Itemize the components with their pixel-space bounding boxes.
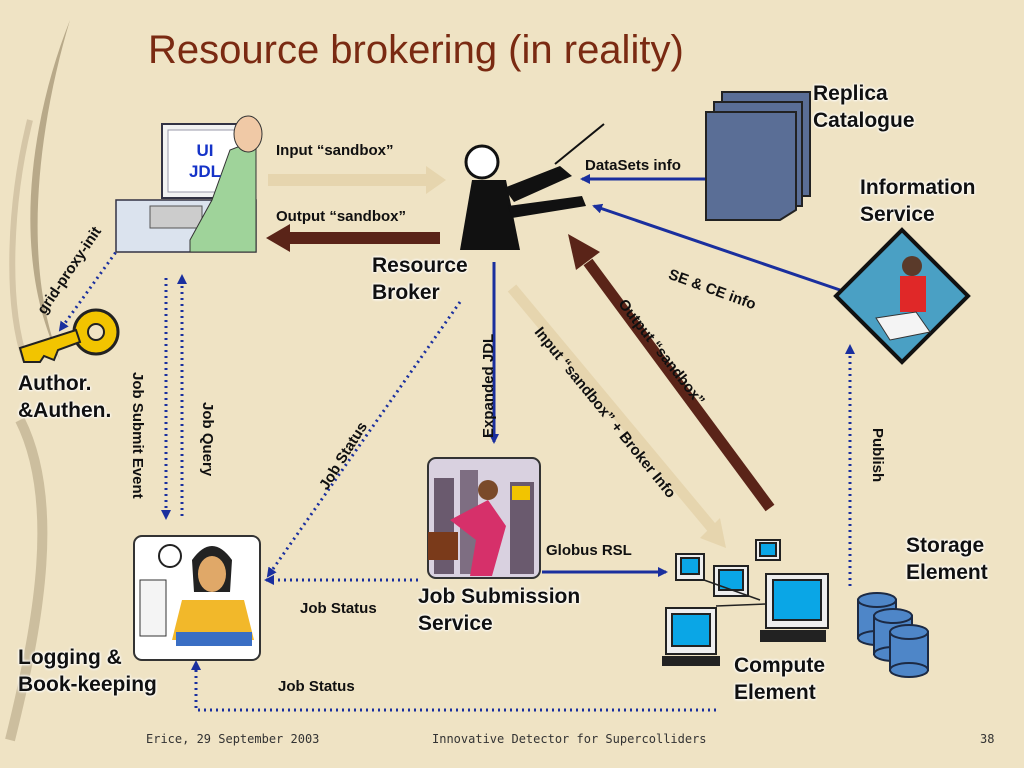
input-sandbox-arrow	[268, 166, 446, 194]
expanded-jdl-label: Expanded JDL	[480, 333, 497, 438]
compute-element-icon	[662, 539, 829, 666]
replica-catalogue-label: Replica Catalogue	[813, 82, 915, 132]
job-submit-event-label: Job Submit Event	[129, 372, 146, 499]
compute-element-label: Compute Element	[734, 654, 825, 704]
globus-rsl-label: Globus RSL	[546, 542, 632, 559]
publish-label: Publish	[869, 428, 886, 483]
job-status-bottom-label: Job Status	[278, 678, 355, 695]
storage-element-label: Storage Element	[906, 534, 988, 584]
grid-proxy-init-line	[58, 237, 128, 332]
replica-catalogue-icon	[705, 91, 811, 221]
job-submission-service-icon	[427, 457, 541, 579]
input-sandbox-broker-arrow	[507, 284, 726, 548]
information-service-label: Information Service	[860, 176, 976, 226]
ui-screen-line-1: UI	[196, 141, 214, 160]
job-submission-service-label: Job Submission Service	[418, 585, 581, 635]
job-status-bottom-line	[191, 660, 716, 712]
storage-element-icon	[857, 592, 929, 678]
output-sandbox-arrow	[266, 224, 440, 252]
job-status-diagonal-line	[266, 301, 462, 578]
footer-date: Erice, 29 September 2003	[146, 732, 320, 746]
datasets-info-label: DataSets info	[585, 157, 681, 174]
slide-title: Resource brokering (in reality)	[148, 28, 684, 72]
job-query-label: Job Query	[199, 402, 216, 477]
ui-screen: UI JDL	[170, 132, 240, 192]
logging-bookkeeping-icon	[133, 535, 261, 661]
resource-broker-icon	[460, 123, 605, 250]
ui-computer-icon	[115, 115, 263, 253]
se-ce-info-arrow	[592, 203, 841, 292]
key-icon	[18, 308, 120, 363]
job-status-jss-label: Job Status	[300, 600, 377, 617]
output-sandbox-ce-arrow	[568, 234, 775, 512]
footer-title: Innovative Detector for Supercolliders	[432, 732, 707, 746]
author-authen-label: Author. &Authen.	[18, 372, 112, 422]
logging-bookkeeping-label: Logging & Book-keeping	[18, 646, 157, 696]
input-sandbox-label: Input “sandbox”	[276, 142, 394, 159]
page-number: 38	[980, 732, 995, 746]
output-sandbox-label: Output “sandbox”	[276, 208, 406, 225]
leaf-decoration	[5, 20, 70, 742]
information-service-icon	[833, 227, 971, 365]
ui-screen-line-2: JDL	[188, 162, 222, 181]
resource-broker-label: Resource Broker	[372, 254, 468, 304]
